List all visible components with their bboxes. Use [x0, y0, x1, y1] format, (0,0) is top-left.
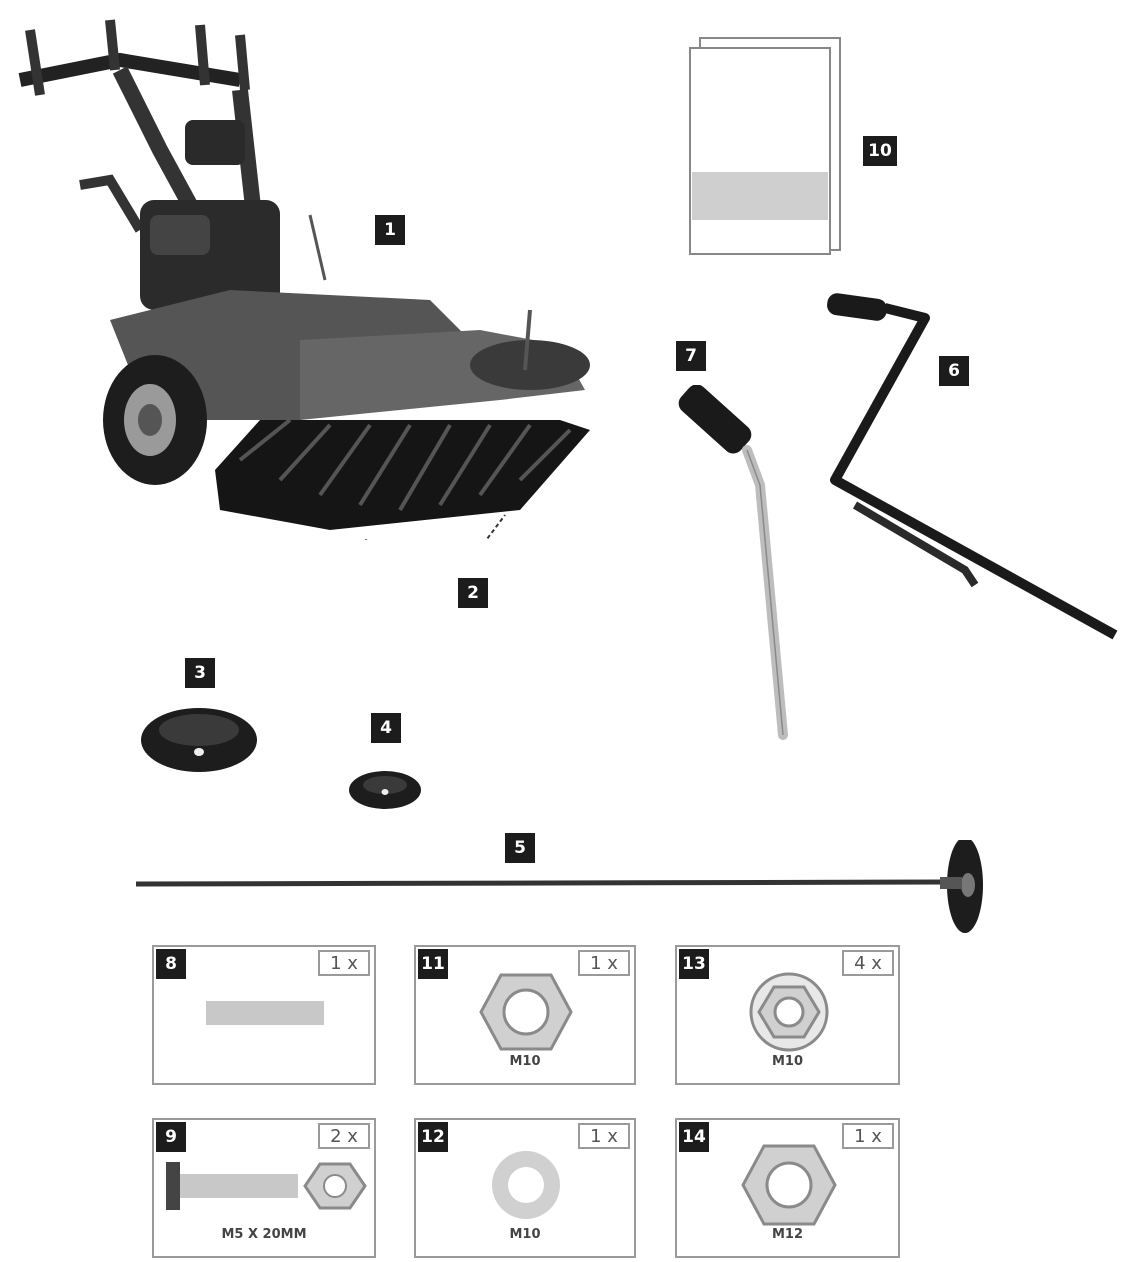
spring-pin-part	[206, 1001, 324, 1025]
quantity-label: 4 x	[842, 950, 894, 976]
crank-handle	[827, 293, 1118, 640]
hardware-box-11: 11 1 x M10	[414, 945, 636, 1085]
box-number: 13	[679, 949, 709, 979]
callout-3: 3	[185, 658, 215, 688]
brush-shaft	[135, 840, 983, 933]
flange-nut-part	[749, 972, 829, 1052]
sweeper-machine	[18, 19, 590, 540]
box-number: 14	[679, 1122, 709, 1152]
quantity-label: 1 x	[578, 1123, 630, 1149]
callout-6: 6	[939, 356, 969, 386]
callout-1: 1	[375, 215, 405, 245]
hardware-box-9: 9 2 x M5 X 20MM	[152, 1118, 376, 1258]
size-label: M10	[509, 1054, 541, 1069]
callout-2: 2	[458, 578, 488, 608]
callout-4: 4	[371, 713, 401, 743]
hardware-box-8: 8 1 x	[152, 945, 376, 1085]
hex-nut-part	[479, 973, 573, 1051]
size-label: M10	[509, 1227, 541, 1242]
quantity-label: 1 x	[578, 950, 630, 976]
bolt-and-nut-part	[166, 1162, 367, 1210]
callout-5: 5	[505, 833, 535, 863]
small-cover-cap	[349, 771, 421, 809]
hardware-box-12: 12 1 x M10	[414, 1118, 636, 1258]
box-number: 8	[156, 949, 186, 979]
box-number: 9	[156, 1122, 186, 1152]
washer-part	[492, 1151, 560, 1219]
size-label: M12	[771, 1227, 804, 1242]
quantity-label: 1 x	[842, 1123, 894, 1149]
size-label: M10	[771, 1054, 804, 1069]
box-number: 12	[418, 1122, 448, 1152]
manual-booklet	[689, 37, 841, 255]
quantity-label: 2 x	[318, 1123, 370, 1149]
large-hex-nut-part	[741, 1144, 837, 1226]
hardware-box-13: 13 4 x M10	[675, 945, 900, 1085]
lever-rod	[678, 385, 788, 740]
size-label: M5 X 20MM	[221, 1227, 307, 1242]
callout-7: 7	[676, 341, 706, 371]
hardware-box-14: 14 1 x M12	[675, 1118, 900, 1258]
quantity-label: 1 x	[318, 950, 370, 976]
box-number: 11	[418, 949, 448, 979]
large-cover-cap	[141, 708, 257, 772]
callout-10: 10	[863, 136, 897, 166]
